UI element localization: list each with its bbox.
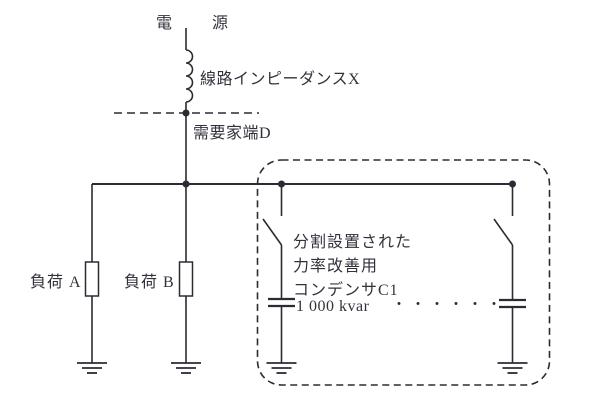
junction-dot <box>278 180 285 188</box>
consumer-end-label: 需要家端D <box>193 125 272 142</box>
capacitor-rating-label: 1 000 kvar <box>296 298 370 315</box>
capacitor-icon <box>268 297 295 308</box>
switch-icon <box>493 218 514 246</box>
load-b-resistor-icon <box>178 261 194 297</box>
source-label: 電 源 <box>156 15 247 32</box>
junction-dots <box>182 109 516 188</box>
switch-icon <box>262 218 283 246</box>
junction-dot <box>509 180 516 188</box>
load-b-branch <box>171 184 201 374</box>
capacitor-note-line1: 分割設置された <box>293 234 413 251</box>
ellipsis-dots: ・・・・・・ <box>392 298 506 313</box>
load-b-label: 負荷 B <box>124 274 175 291</box>
ground-icon <box>266 362 297 374</box>
inductor-coil-icon <box>185 49 194 103</box>
load-a-resistor-icon <box>84 261 100 297</box>
junction-dot <box>182 109 190 117</box>
ground-icon <box>171 362 201 374</box>
line-impedance-label: 線路インピーダンスX <box>200 71 361 88</box>
load-a-label: 負荷 A <box>30 274 82 291</box>
capacitor-branch-1 <box>262 184 297 374</box>
load-a-branch <box>77 184 107 374</box>
ground-icon <box>77 362 107 374</box>
capacitor-note-line3: コンデンサC1 <box>293 282 399 299</box>
capacitor-bank-box <box>256 159 551 386</box>
junction-dot <box>182 180 190 188</box>
ground-icon <box>497 362 528 374</box>
capacitor-branch-n <box>493 184 528 374</box>
capacitor-note-line2: 力率改善用 <box>293 258 379 275</box>
